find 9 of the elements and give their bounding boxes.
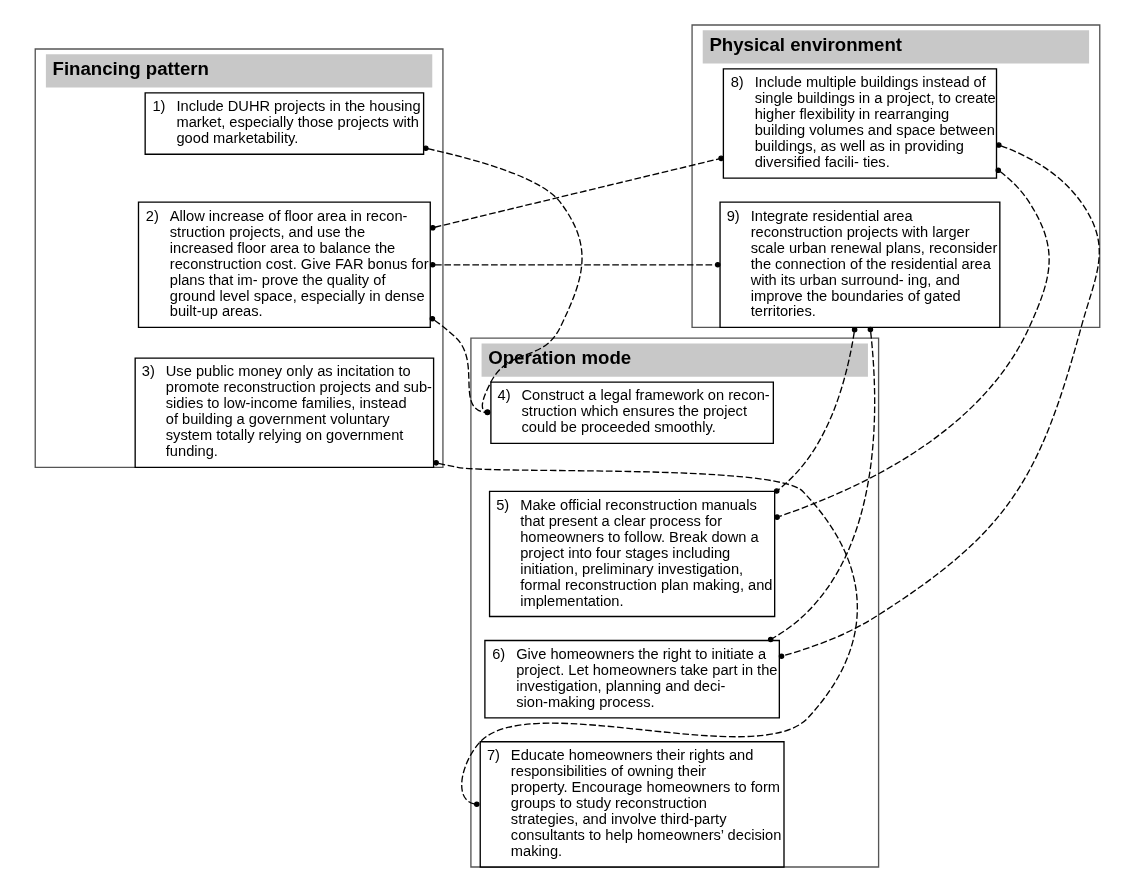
connector xyxy=(429,261,721,268)
connector xyxy=(422,145,583,415)
connector xyxy=(773,326,857,494)
connector xyxy=(773,166,1050,520)
connector xyxy=(767,326,875,642)
connector xyxy=(429,155,724,231)
connector xyxy=(432,459,858,807)
connector xyxy=(778,141,1100,659)
connector xyxy=(429,315,490,415)
